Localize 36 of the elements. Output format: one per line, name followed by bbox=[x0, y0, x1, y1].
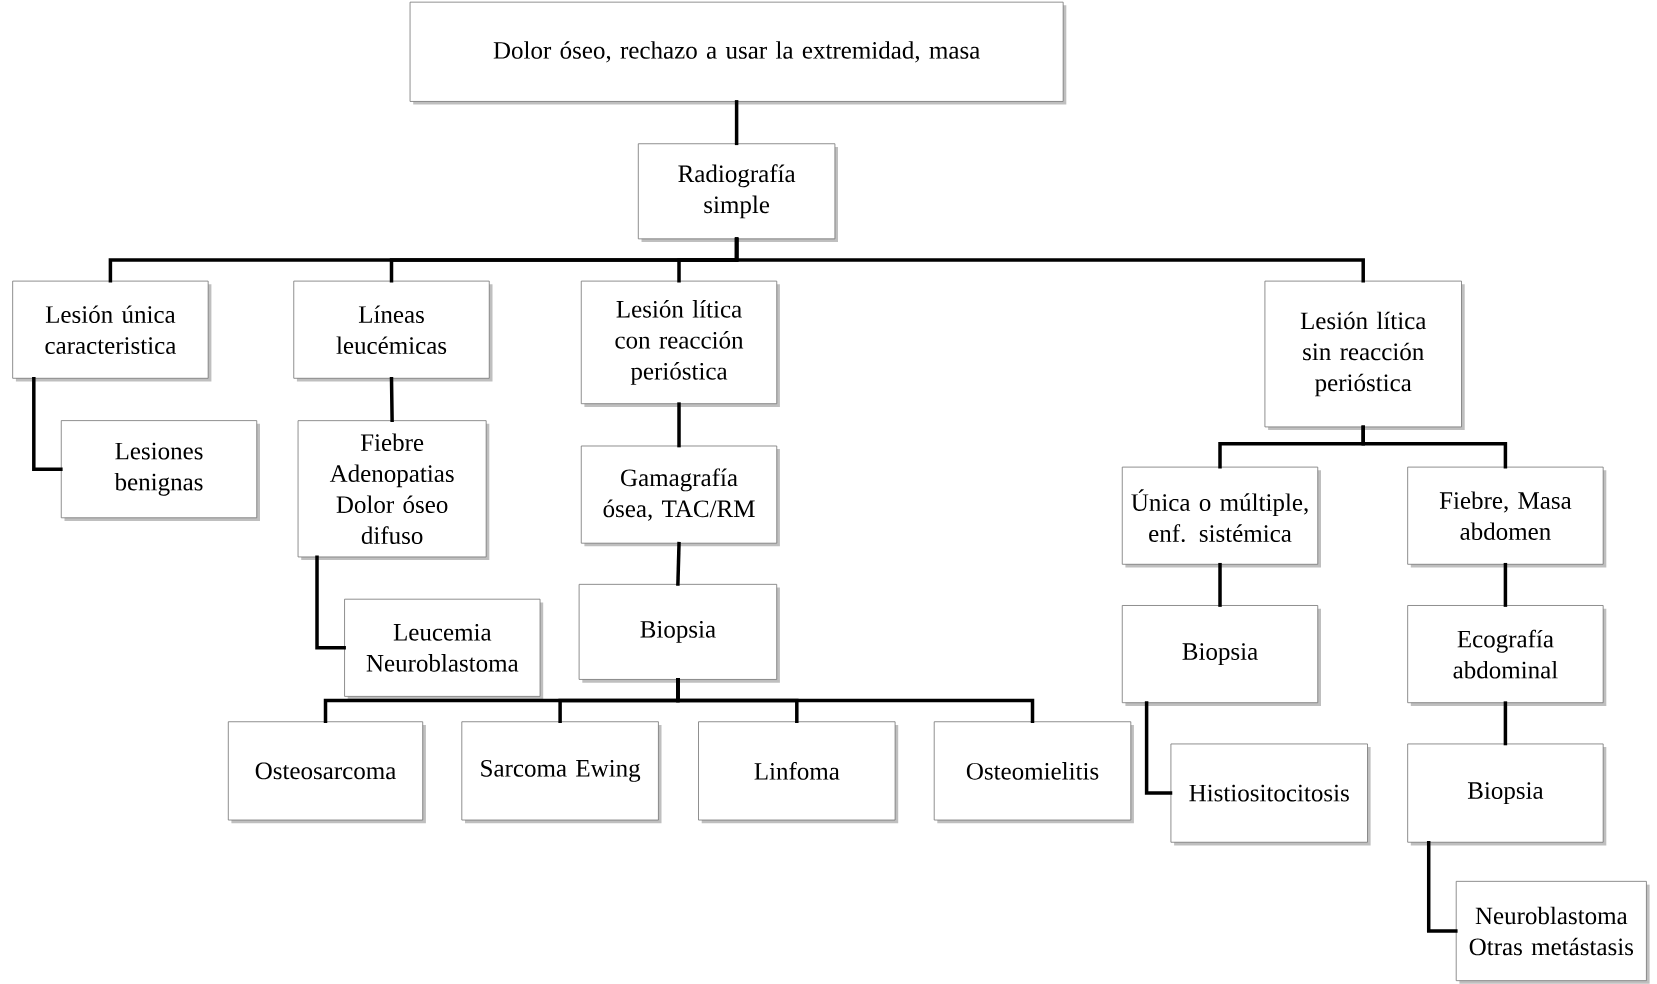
process-box: Biopsia bbox=[1121, 605, 1319, 704]
connector-line bbox=[32, 376, 63, 471]
connector-line bbox=[1144, 701, 1173, 795]
connector-line bbox=[734, 237, 1365, 283]
process-box: Sarcoma Ewing bbox=[461, 721, 659, 821]
process-box: Biopsia bbox=[1407, 743, 1604, 843]
connector-line bbox=[677, 402, 681, 448]
process-box: Fiebre, Masa abdomen bbox=[1407, 466, 1604, 565]
connector-line bbox=[734, 100, 739, 146]
process-box: Dolor óseo, rechazo a usar la extremidad, masa bbox=[409, 1, 1064, 102]
process-box: Líneas leucémicas bbox=[293, 280, 490, 379]
connector-line bbox=[315, 555, 346, 650]
process-box: Fiebre Adenopatias Dolor óseo difuso bbox=[297, 420, 487, 558]
connector-line bbox=[1361, 425, 1508, 469]
process-box: Lesión lítica sin reacción perióstica bbox=[1264, 280, 1462, 428]
process-box: Histiositocitosis bbox=[1170, 743, 1368, 843]
connector-line bbox=[389, 376, 394, 422]
connector-line bbox=[1218, 562, 1222, 607]
process-box: Biopsia bbox=[578, 583, 778, 680]
process-box: Neuroblastoma Otras metástasis bbox=[1455, 880, 1647, 982]
process-box: Lesiones benignas bbox=[60, 420, 258, 519]
process-box: Linfoma bbox=[698, 721, 896, 821]
process-box: Osteomielitis bbox=[933, 721, 1132, 821]
connector-line bbox=[676, 541, 681, 586]
process-box: Radiografía simple bbox=[637, 143, 836, 240]
connector-line bbox=[676, 678, 1035, 724]
connector-line bbox=[1503, 562, 1508, 607]
process-box: Lesión única caracteristica bbox=[12, 280, 209, 379]
process-box: Gamagrafía ósea, TAC/RM bbox=[580, 445, 778, 544]
connector-line bbox=[1503, 701, 1508, 746]
process-box: Lesión lítica con reacción perióstica bbox=[580, 280, 778, 405]
process-box: Osteosarcoma bbox=[227, 721, 424, 821]
process-box: Ecografía abdominal bbox=[1407, 605, 1604, 704]
process-box: Leucemia Neuroblastoma bbox=[344, 598, 541, 697]
process-box: Única o múltiple, enf. sistémica bbox=[1121, 466, 1319, 565]
connector-line bbox=[1426, 840, 1458, 933]
